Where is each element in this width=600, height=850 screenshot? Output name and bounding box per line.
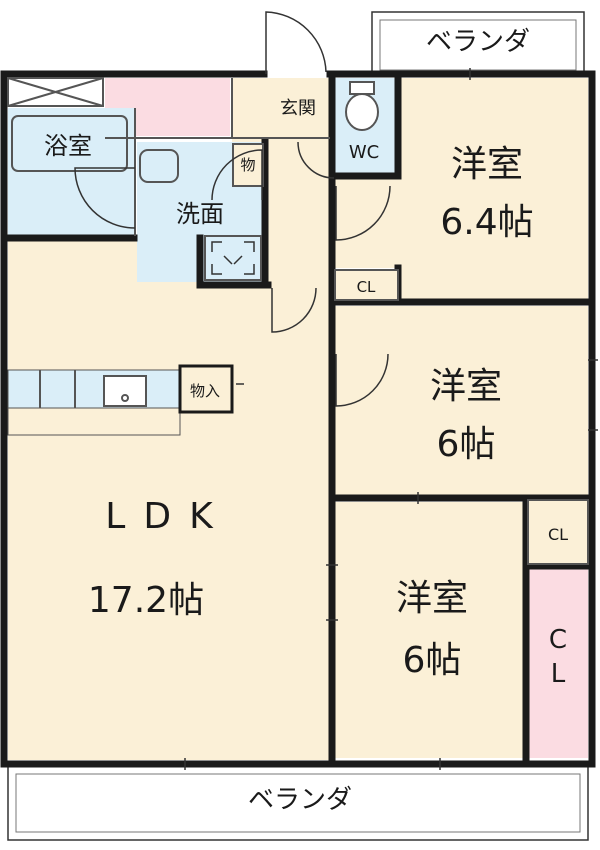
bedroom3-floor bbox=[335, 502, 525, 758]
balcony-top-inner bbox=[379, 19, 577, 71]
balcony-bottom-label: ベランダ bbox=[248, 785, 352, 815]
closet2-box bbox=[527, 499, 589, 565]
counter-front bbox=[7, 407, 181, 436]
storage-small-box bbox=[232, 143, 264, 187]
storage-ldk-box bbox=[178, 364, 234, 414]
washing-machine-box bbox=[204, 235, 262, 281]
bedroom2-floor bbox=[335, 306, 588, 496]
bath-label: 浴室 bbox=[44, 132, 92, 160]
storage-small-label: 物 bbox=[240, 156, 255, 174]
bedroom1-alcove bbox=[335, 176, 398, 268]
toilet-bowl bbox=[345, 93, 379, 131]
bedroom2-name: 洋室 bbox=[430, 366, 502, 407]
bedroom1-floor bbox=[398, 78, 588, 300]
window-marks bbox=[184, 68, 598, 770]
closet3-label-l: L bbox=[551, 659, 566, 689]
washroom-label: 洗面 bbox=[176, 200, 224, 228]
washer-mark bbox=[211, 241, 255, 275]
bedroom1-size: 6.4帖 bbox=[440, 202, 533, 243]
closet1-label: CL bbox=[357, 278, 376, 296]
balcony-top-label: ベランダ bbox=[426, 27, 530, 57]
floor-fills bbox=[7, 78, 588, 760]
door-swings bbox=[74, 11, 391, 407]
bedroom3-name: 洋室 bbox=[396, 578, 468, 619]
entrance-label: 玄関 bbox=[280, 98, 316, 119]
bedroom1-name: 洋室 bbox=[451, 144, 523, 185]
closet3-label-c: C bbox=[549, 625, 567, 655]
wc-label: WC bbox=[349, 142, 379, 163]
ldk-name: LDK bbox=[105, 496, 230, 537]
walls bbox=[0, 70, 596, 768]
closet3-floor bbox=[528, 568, 588, 758]
bedroom2-size: 6帖 bbox=[437, 424, 496, 465]
wash-basin bbox=[139, 149, 179, 183]
kitchen-counter bbox=[7, 369, 181, 409]
balcony-bottom-inner bbox=[15, 773, 581, 833]
bedroom3-size: 6帖 bbox=[403, 640, 462, 681]
thin-walls bbox=[7, 77, 589, 565]
storage-ldk-label: 物入 bbox=[190, 382, 220, 400]
ldk-floor bbox=[8, 238, 330, 760]
entrance-floor bbox=[232, 78, 330, 142]
bathtub bbox=[11, 115, 128, 172]
ldk-size: 17.2帖 bbox=[88, 580, 204, 621]
labels: ベランダ 浴室 玄関 WC 物 洗面 洋室 6.4帖 CL 物入 洋室 6帖 L… bbox=[44, 27, 568, 815]
hall-floor bbox=[265, 142, 330, 285]
closet1-box bbox=[334, 269, 399, 301]
closet2-label: CL bbox=[548, 525, 568, 544]
